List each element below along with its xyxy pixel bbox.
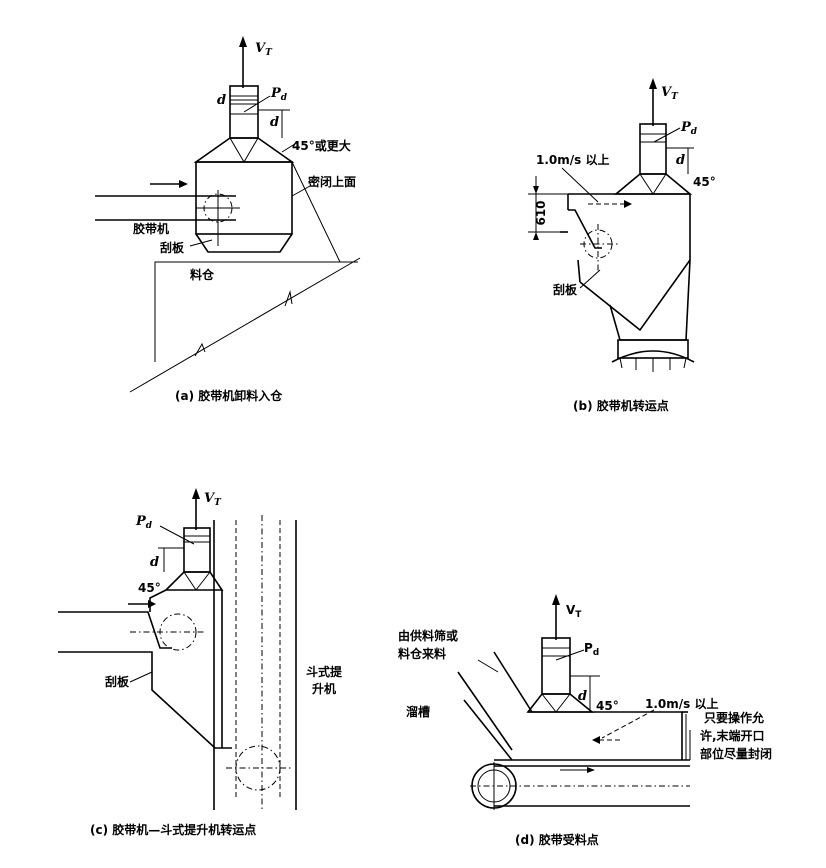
distance-label: d [578, 689, 587, 704]
velocity-label: VT [566, 603, 582, 620]
belt-label: 胶带机 [133, 221, 169, 236]
note-line-2: 许,末端开口 [700, 728, 765, 743]
scraper-label: 刮板 [553, 282, 578, 297]
note-line-1: 只要操作允 [704, 710, 764, 725]
panel-c: VT Pd d 45° 刮板 斗式提 升机 [58, 488, 343, 837]
note-line-3: 部位尽量封闭 [700, 746, 772, 761]
distance-label: d [150, 555, 159, 570]
elevator-label-1: 斗式提 [306, 664, 343, 679]
panel-d: VT Pd d 45° 由供料筛或 料仓来料 1.0m/s 以上 溜槽 [398, 594, 772, 847]
height-label: 610 [534, 200, 548, 225]
panel-a: VT d Pd d 45°或更大 [95, 36, 361, 403]
panel-b: VT Pd d 45° [528, 78, 716, 413]
bin-label: 料仓 [190, 267, 215, 282]
feed-label-2: 料仓来料 [398, 646, 446, 661]
diameter-label: d [217, 93, 226, 108]
velocity-label: VT [661, 85, 679, 102]
elevator-label-2: 升机 [312, 681, 336, 696]
angle-label: 45° [138, 581, 161, 595]
chute-label: 溜槽 [406, 704, 430, 719]
pressure-label: Pd [584, 641, 599, 658]
feed-label-1: 由供料筛或 [398, 628, 458, 643]
pressure-label: Pd [680, 120, 698, 137]
angle-label: 45° [693, 175, 716, 189]
pressure-label: Pd [270, 86, 288, 103]
velocity-label: VT [204, 491, 222, 508]
angle-label: 45° [596, 699, 619, 713]
caption-c: (c) 胶带机—斗式提升机转运点 [90, 822, 256, 837]
scraper-label: 刮板 [105, 674, 130, 689]
caption-a: (a) 胶带机卸料入仓 [175, 388, 283, 403]
pressure-label: Pd [135, 514, 153, 531]
velocity-label: VT [255, 41, 273, 58]
distance-label: d [270, 115, 279, 130]
distance-label: d [676, 153, 685, 168]
caption-d: (d) 胶带受料点 [515, 832, 599, 847]
speed-label: 1.0m/s 以上 [536, 152, 609, 167]
speed-label: 1.0m/s 以上 [645, 696, 718, 711]
sealed-top-label: 密闭上面 [308, 174, 356, 189]
scraper-label: 刮板 [160, 240, 185, 255]
angle-label: 45°或更大 [292, 138, 351, 153]
caption-b: (b) 胶带机转运点 [573, 398, 669, 413]
